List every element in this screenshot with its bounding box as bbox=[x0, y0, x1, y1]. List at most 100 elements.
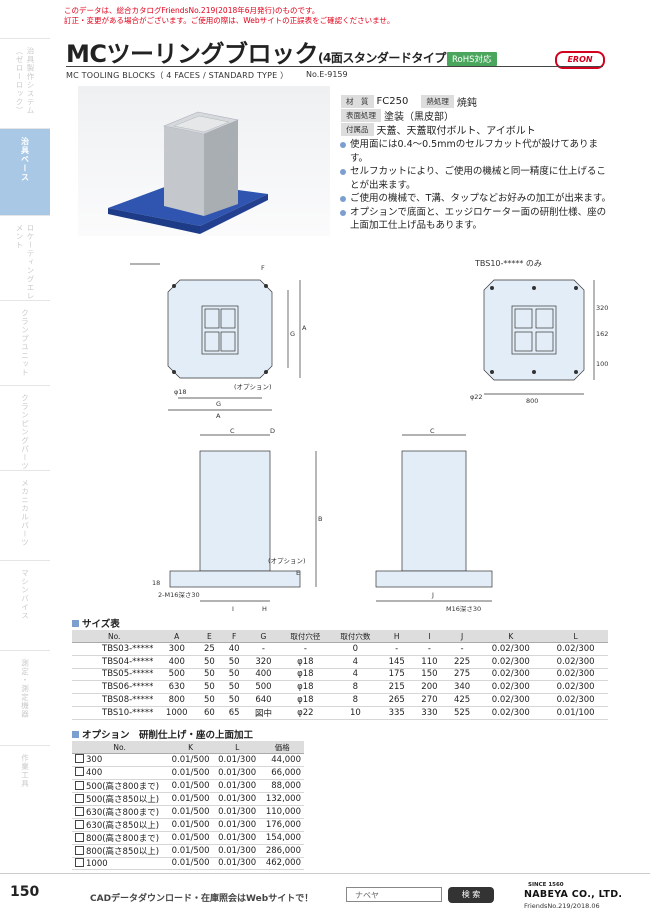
search-button[interactable]: 検 索 bbox=[448, 887, 494, 903]
table-cell: 0.01/300 bbox=[213, 844, 261, 858]
table-cell: φ18 bbox=[280, 693, 331, 707]
dim-i: I bbox=[232, 605, 234, 613]
checkbox-icon[interactable] bbox=[75, 780, 84, 790]
table-cell: 40 bbox=[221, 642, 247, 656]
table-cell: 400 bbox=[156, 655, 198, 669]
option-no: 500(高さ800まで) bbox=[86, 781, 160, 792]
sidebar-tab-0[interactable]: 治具製作システム（ゼローロック） bbox=[0, 38, 50, 129]
table-cell: 50 bbox=[197, 655, 222, 669]
table-cell: 60 bbox=[197, 706, 222, 720]
feature-item: 使用面には0.4～0.5mmのセルフカット代が設けてあります。 bbox=[340, 138, 612, 165]
table-cell: 4 bbox=[330, 668, 381, 682]
sidebar-tab-label: 作業工具 bbox=[20, 754, 30, 788]
table-cell: 0.02/300 bbox=[478, 693, 544, 707]
sidebar-tab-label: マシンバイス bbox=[20, 569, 30, 620]
option-no: 400 bbox=[86, 768, 103, 779]
dim-g: G bbox=[216, 400, 221, 408]
table-cell: 0.01/300 bbox=[213, 831, 261, 845]
table-cell: φ18 bbox=[280, 668, 331, 682]
table-cell: 500 bbox=[246, 680, 281, 695]
price-cell: 66,000 bbox=[260, 766, 304, 780]
sidebar-tab-3[interactable]: クランプユニット bbox=[0, 300, 50, 386]
sidebar-tab-6[interactable]: マシンバイス bbox=[0, 560, 50, 651]
accessories-label: 付属品 bbox=[341, 123, 374, 136]
material-value: FC250 bbox=[376, 96, 409, 107]
table-cell: 0.01/100 bbox=[543, 706, 608, 720]
checkbox-icon[interactable] bbox=[75, 767, 84, 777]
sidebar-tab-4[interactable]: クランピングパーツ bbox=[0, 385, 50, 471]
table-cell: 335 bbox=[380, 706, 414, 720]
table-cell: 500 bbox=[156, 668, 198, 682]
checkbox-icon[interactable] bbox=[75, 819, 84, 829]
sidebar-tab-label: クランプユニット bbox=[20, 309, 30, 377]
checkbox-icon[interactable] bbox=[75, 832, 84, 842]
dim-18: 18 bbox=[152, 579, 160, 587]
feature-list: 使用面には0.4～0.5mmのセルフカット代が設けてあります。 セルフカットによ… bbox=[340, 138, 612, 233]
spec-row-accessories: 付属品 天蓋、天蓋取付ボルト、アイボルト bbox=[341, 122, 546, 137]
table-cell: 0.02/300 bbox=[543, 655, 608, 669]
table-cell: 275 bbox=[445, 668, 479, 682]
dim-c-side: C bbox=[430, 427, 435, 435]
heat-treatment-value: 焼鈍 bbox=[456, 98, 477, 109]
table-cell: 0.02/300 bbox=[543, 693, 608, 707]
option-item: 630(高さ850以上) bbox=[72, 818, 168, 832]
size-col-header: No. bbox=[72, 630, 157, 643]
table-cell: 10 bbox=[330, 706, 381, 720]
surface-label: 表面処理 bbox=[341, 109, 381, 122]
sidebar-tab-1[interactable]: 治具ベース bbox=[0, 128, 50, 216]
option-item: 800(高さ800まで) bbox=[72, 831, 168, 845]
sidebar-tab-8[interactable]: 作業工具 bbox=[0, 745, 50, 856]
table-cell: 0.02/300 bbox=[478, 655, 544, 669]
table-cell: 1000 bbox=[156, 706, 198, 720]
checkbox-icon[interactable] bbox=[75, 754, 84, 764]
table-cell: 65 bbox=[221, 706, 247, 720]
sidebar-tab-label: メカニカルパーツ bbox=[20, 479, 30, 547]
sidebar-tab-2[interactable]: ロケーティングエレメント bbox=[0, 215, 50, 301]
side-view-drawing: C J M16深さ30 bbox=[375, 427, 493, 613]
checkbox-icon[interactable] bbox=[75, 845, 84, 855]
table-cell: 200 bbox=[413, 680, 446, 695]
table-cell: 0 bbox=[330, 642, 381, 656]
table-cell: 50 bbox=[221, 668, 247, 682]
dim-g-side: G bbox=[290, 330, 295, 338]
table-cell: 525 bbox=[445, 706, 479, 720]
table-cell: 0.01/300 bbox=[213, 818, 261, 832]
price-cell: 154,000 bbox=[260, 831, 304, 845]
table-cell: 320 bbox=[246, 655, 281, 669]
table-cell: 150 bbox=[413, 668, 446, 682]
price-cell: 44,000 bbox=[260, 753, 304, 767]
option-no: 630(高さ850以上) bbox=[86, 820, 160, 831]
sidebar-tab-7[interactable]: 測定・測定機器 bbox=[0, 650, 50, 746]
table-cell: 175 bbox=[380, 668, 414, 682]
size-col-header: F bbox=[221, 630, 247, 643]
checkbox-icon[interactable] bbox=[75, 793, 84, 803]
table-cell: 640 bbox=[246, 693, 281, 707]
footer-rule bbox=[0, 873, 650, 874]
table-cell: 0.01/300 bbox=[213, 753, 261, 767]
checkbox-icon[interactable] bbox=[75, 806, 84, 816]
table-cell: 50 bbox=[221, 680, 247, 695]
table-cell: 0.02/300 bbox=[478, 706, 544, 720]
option-col-header: 価格 bbox=[260, 741, 304, 754]
size-col-header: I bbox=[413, 630, 446, 643]
checkbox-icon[interactable] bbox=[75, 857, 84, 867]
price-cell: 462,000 bbox=[260, 857, 304, 871]
option-no: 500(高さ850以上) bbox=[86, 794, 160, 805]
table-cell: - bbox=[445, 642, 479, 656]
sidebar-tab-5[interactable]: メカニカルパーツ bbox=[0, 470, 50, 561]
table-cell: 0.01/300 bbox=[213, 792, 261, 806]
table-cell: 265 bbox=[380, 693, 414, 707]
table-cell: 0.01/500 bbox=[167, 857, 214, 871]
table-cell: 0.02/300 bbox=[543, 668, 608, 682]
table-cell: 0.01/500 bbox=[167, 779, 214, 793]
table-cell: 0.01/500 bbox=[167, 805, 214, 819]
spec-row-surface: 表面処理 塗装（黒皮部） bbox=[341, 108, 464, 123]
size-col-header: L bbox=[543, 630, 608, 643]
nabeya-logo: NABEYA CO., LTD. bbox=[524, 889, 623, 900]
search-input[interactable]: ナベヤ bbox=[346, 887, 442, 902]
